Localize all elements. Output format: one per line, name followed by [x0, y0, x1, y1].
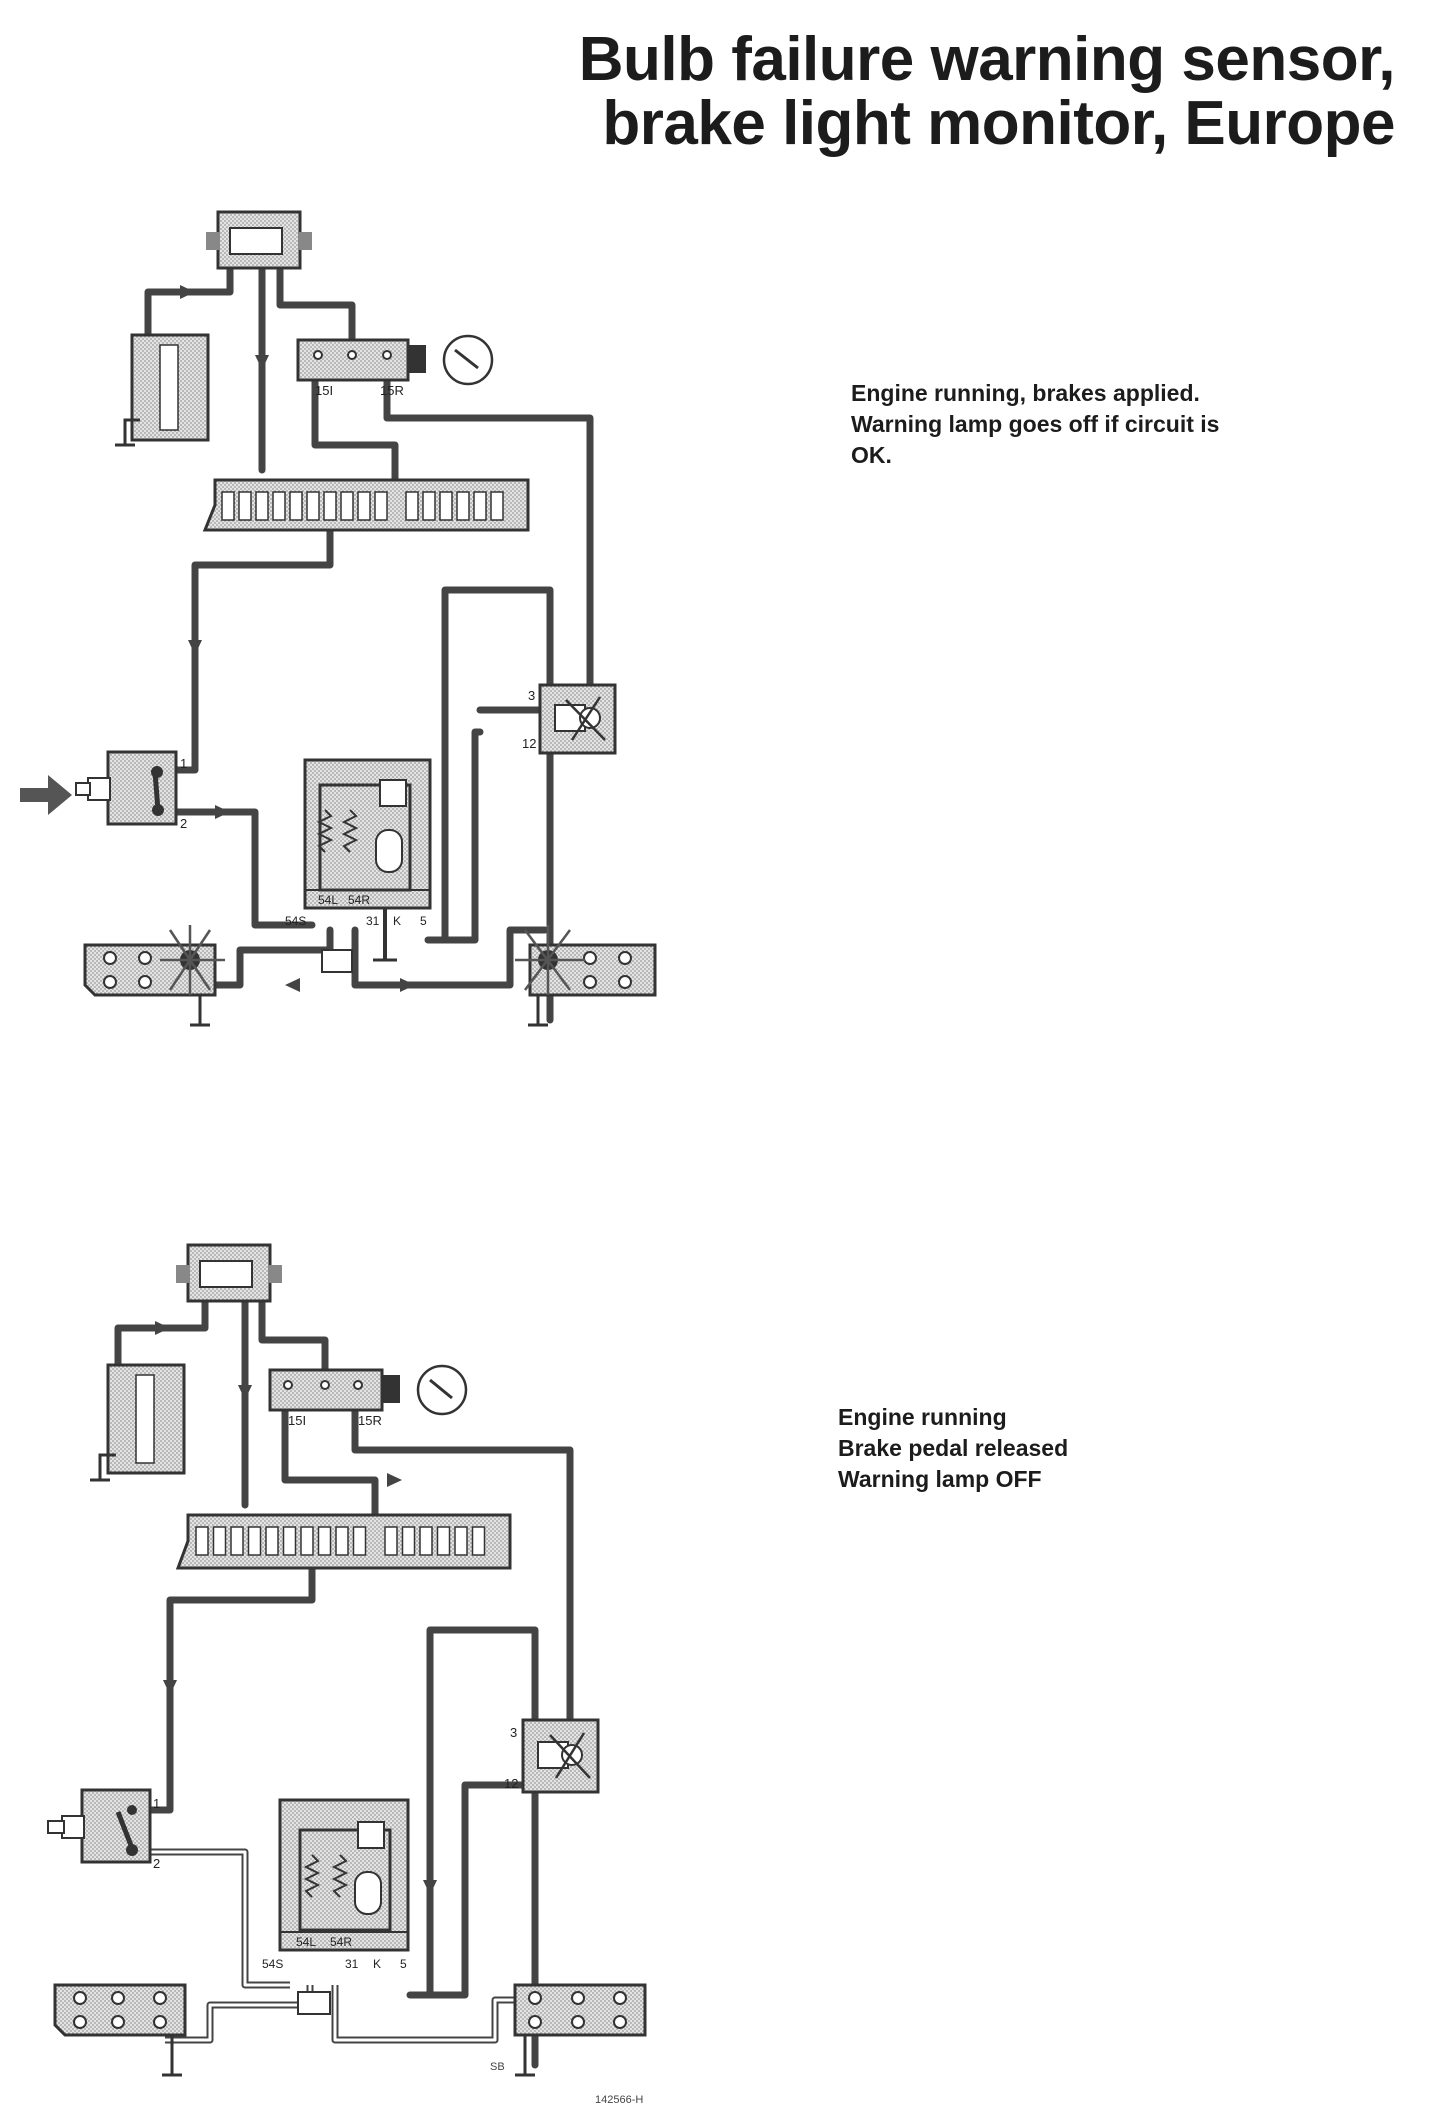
- brake-switch-pin-1: 1: [180, 756, 187, 771]
- fuse-cell: [352, 1526, 367, 1556]
- top-brake-light-switch: 1 2: [75, 750, 187, 831]
- top-right-rear-light: [515, 925, 657, 1027]
- fuse-cell: [436, 1526, 451, 1556]
- sensor-54l-label: 54L: [296, 1935, 316, 1949]
- sensor-54s-label: 54S: [262, 1957, 283, 1971]
- bottom-relay-connector: [176, 1243, 282, 1303]
- author-mark: SB: [490, 2061, 505, 2073]
- fuse-cell: [317, 1526, 332, 1556]
- ignition-15i-label: 15I: [288, 1413, 306, 1428]
- figure-code: 142566-H: [595, 2094, 643, 2106]
- bottom-right-rear-light: [513, 1983, 647, 2077]
- caption-line: Brake pedal released: [838, 1435, 1069, 1461]
- bottom-battery: [90, 1363, 186, 1482]
- fuse-cell: [340, 491, 354, 521]
- fuse-cell: [357, 491, 371, 521]
- fuse-cell: [471, 1526, 486, 1556]
- sensor-5-label: 5: [420, 914, 427, 928]
- fuse-cell: [335, 1526, 349, 1556]
- fuse-cell: [374, 491, 388, 521]
- fuse-cell: [247, 1526, 262, 1556]
- fuse-cell: [195, 1526, 209, 1556]
- fuse-cell: [456, 491, 470, 521]
- bottom-wiring-diagram: 15I 15R 1 2 3 12: [47, 1243, 647, 2106]
- sensor-k-label: K: [373, 1957, 381, 1971]
- fuse-cell: [238, 491, 252, 521]
- fuse-cell: [405, 491, 419, 521]
- ignition-15r-label: 15R: [358, 1413, 382, 1428]
- bottom-left-rear-light: [53, 1983, 187, 2077]
- fuse-cell: [212, 1526, 227, 1556]
- fuse-cell: [221, 491, 235, 521]
- warning-lamp-pin-12: 12: [504, 1776, 518, 1791]
- top-warning-lamp: 3 12: [522, 683, 617, 755]
- brake-pedal-arrow-icon: [20, 775, 72, 815]
- caption-line: Engine running: [838, 1404, 1007, 1430]
- fuse-cell: [289, 491, 303, 521]
- fuse-cell: [282, 1526, 297, 1556]
- ignition-15r-label: 15R: [380, 383, 404, 398]
- bottom-brake-light-switch: 1 2: [47, 1788, 160, 1871]
- fuse-cell: [454, 1526, 468, 1556]
- fuse-cell: [422, 491, 436, 521]
- sensor-k-label: K: [393, 914, 401, 928]
- fuse-cell: [265, 1526, 279, 1556]
- sensor-54s-label: 54S: [285, 914, 306, 928]
- title-line-1: Bulb failure warning sensor,: [578, 25, 1396, 94]
- sensor-54r-label: 54R: [348, 893, 370, 907]
- sensor-31-label: 31: [345, 1957, 359, 1971]
- fuse-cell: [230, 1526, 244, 1556]
- fuse-cell: [306, 491, 320, 521]
- fuse-cell: [401, 1526, 416, 1556]
- sensor-54l-label: 54L: [318, 893, 338, 907]
- bottom-fuse-box: [175, 1513, 512, 1570]
- top-wiring-diagram: 15I 15R 1 2 3 12: [20, 210, 657, 1027]
- bottom-diagram-caption: Engine running Brake pedal released Warn…: [838, 1402, 1278, 1495]
- top-battery: [115, 333, 210, 447]
- fuse-cell: [490, 491, 504, 521]
- sensor-5-label: 5: [400, 1957, 407, 1971]
- caption-line: Warning lamp OFF: [838, 1466, 1042, 1492]
- brake-switch-pin-1: 1: [153, 1796, 160, 1811]
- fuse-cell: [419, 1526, 433, 1556]
- sensor-31-label: 31: [366, 914, 380, 928]
- bottom-warning-lamp: 3 12: [504, 1718, 600, 1794]
- brake-switch-pin-2: 2: [180, 816, 187, 831]
- bottom-ignition-switch: 15I 15R: [268, 1364, 468, 1428]
- page-title: Bulb failure warning sensor, brake light…: [395, 25, 1396, 158]
- top-bulb-failure-sensor: 54S 54L 54R 31 K 5: [285, 758, 432, 973]
- top-fuse-box: [202, 478, 530, 532]
- fuse-cell: [473, 491, 487, 521]
- title-line-2: brake light monitor, Europe: [602, 89, 1395, 158]
- ignition-15i-label: 15I: [315, 383, 333, 398]
- brake-switch-pin-2: 2: [153, 1856, 160, 1871]
- sensor-54r-label: 54R: [330, 1935, 352, 1949]
- caption-line: OK.: [851, 442, 892, 468]
- bottom-bulb-failure-sensor: 54S 54L 54R 31 K 5: [262, 1798, 410, 2015]
- caption-line: Warning lamp goes off if circuit is: [851, 411, 1220, 437]
- top-current-arrows: [180, 285, 415, 992]
- fuse-cell: [323, 491, 337, 521]
- fuse-cell: [300, 1526, 314, 1556]
- fuse-cell: [439, 491, 453, 521]
- top-diagram-caption: Engine running, brakes applied. Warning …: [851, 378, 1291, 471]
- fuse-cell: [255, 491, 269, 521]
- top-left-rear-light: [83, 925, 225, 1027]
- warning-lamp-pin-3: 3: [528, 688, 535, 703]
- top-ignition-switch: 15I 15R: [296, 334, 494, 398]
- caption-line: Engine running, brakes applied.: [851, 380, 1200, 406]
- fuse-cell: [272, 491, 286, 521]
- warning-lamp-pin-3: 3: [510, 1725, 517, 1740]
- warning-lamp-pin-12: 12: [522, 736, 536, 751]
- top-relay-connector: [206, 210, 312, 270]
- fuse-cell: [384, 1526, 398, 1556]
